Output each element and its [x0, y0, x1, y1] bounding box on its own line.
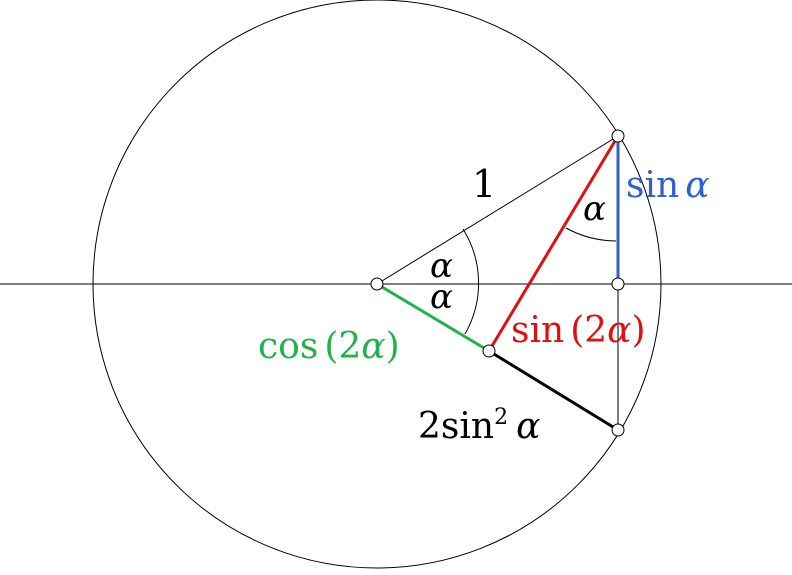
cos-2alpha-fn: cos: [258, 326, 318, 367]
sin-alpha-fn: sin: [626, 165, 679, 206]
sin-2alpha-segment: [487, 135, 620, 352]
sin-2alpha-num: 2: [584, 310, 607, 351]
vertex-axis: [611, 277, 625, 291]
vertex-foot: [482, 344, 496, 358]
cos-2alpha-open: (: [324, 326, 338, 367]
sin-2alpha-var: α: [607, 310, 631, 351]
vertex-center: [370, 277, 384, 291]
cos-2alpha-close: ): [386, 326, 400, 367]
radius-label: 1: [472, 162, 496, 206]
cos-2alpha-num: 2: [338, 326, 361, 367]
angle-arc-top: [565, 227, 617, 242]
sin-2alpha-open: (: [570, 310, 584, 351]
alpha-upper-label: α: [430, 246, 453, 286]
two-sin-squared-fn: sin: [441, 406, 494, 447]
sin-2alpha-fn: sin: [511, 310, 564, 351]
sin-2alpha-close: ): [631, 310, 645, 351]
cos-2alpha-label: cos(2α): [258, 326, 400, 367]
two-sin-squared-var: α: [516, 406, 540, 447]
sin-2alpha-label: sin(2α): [511, 310, 646, 351]
two-sin-squared-coef: 2: [418, 406, 441, 447]
alpha-lower-label: α: [430, 277, 453, 317]
sin-alpha-var: α: [685, 165, 709, 206]
angle-arc-center: [462, 228, 480, 335]
vertex-bottom: [611, 423, 625, 437]
two-sin-squared-exp: 2: [494, 405, 508, 430]
vertex-top: [611, 129, 625, 143]
radius-line: [376, 135, 619, 285]
cos-2alpha-segment: [376, 282, 490, 353]
two-sin-squared-segment: [488, 349, 619, 432]
cos-2alpha-var: α: [361, 326, 385, 367]
alpha-top-label: α: [583, 189, 606, 229]
